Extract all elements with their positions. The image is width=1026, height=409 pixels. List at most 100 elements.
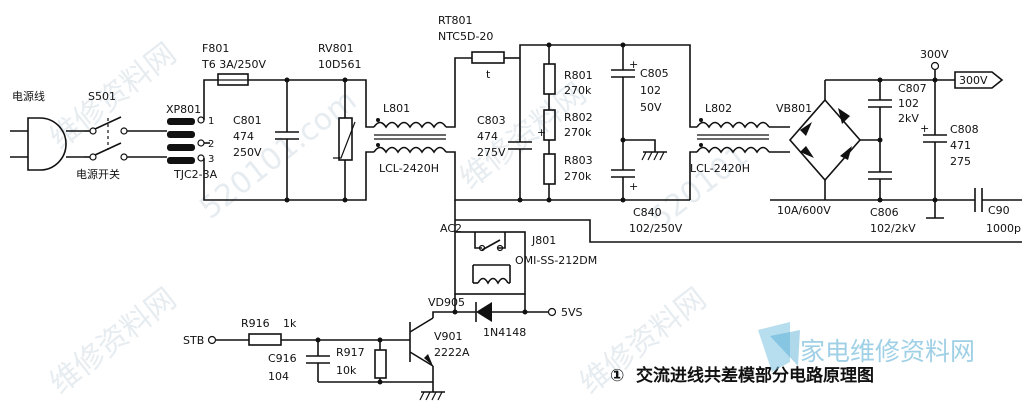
pin-3: 3 bbox=[208, 154, 214, 165]
c807-voltage: 2kV bbox=[898, 112, 919, 125]
output-300v bbox=[930, 61, 1004, 89]
l801-ref: L801 bbox=[383, 102, 410, 115]
c808-voltage: 275 bbox=[950, 155, 971, 168]
capacitor-c801 bbox=[275, 77, 299, 203]
c805-voltage: 50V bbox=[640, 101, 662, 114]
transistor-v901 bbox=[409, 311, 455, 401]
l802-value: LCL-2420H bbox=[690, 162, 750, 175]
rails bbox=[203, 79, 360, 201]
brand-logo bbox=[758, 322, 800, 372]
v901-value: 2222A bbox=[434, 346, 470, 359]
vs-label: 5VS bbox=[561, 306, 583, 319]
ac2-line bbox=[454, 200, 1022, 243]
out-300v-arrow-label: 300V bbox=[959, 74, 988, 87]
power-plug bbox=[10, 117, 84, 171]
c806-value: 102/2kV bbox=[870, 222, 916, 235]
thermistor-rt801 bbox=[471, 51, 520, 64]
capacitor-c805-c840 bbox=[611, 42, 667, 203]
choke-l801 bbox=[360, 57, 520, 201]
vd905-value: 1N4148 bbox=[483, 326, 526, 339]
c803-ref: C803 bbox=[477, 114, 506, 127]
r916-ref: R916 bbox=[241, 317, 270, 330]
fuse-f801 bbox=[217, 73, 249, 86]
r917-ref: R917 bbox=[336, 346, 365, 359]
caption-number: ① bbox=[610, 366, 624, 386]
c806-ref: C806 bbox=[870, 206, 899, 219]
resistor-chain-r801-r803 bbox=[543, 42, 556, 203]
capacitor-c90 bbox=[935, 188, 1022, 212]
brand-text: 家电维修资料网 bbox=[800, 337, 975, 366]
c90-ref: C90 bbox=[988, 204, 1010, 217]
c805-value: 102 bbox=[640, 84, 661, 97]
c840-plus: + bbox=[629, 180, 638, 193]
connector-ref: XP801 bbox=[166, 103, 201, 116]
j801-ref: J801 bbox=[531, 234, 556, 247]
l801-value: LCL-2420H bbox=[379, 162, 439, 175]
c803-voltage: 275V bbox=[477, 146, 506, 159]
bridge-vb801 bbox=[770, 79, 955, 201]
watermark-2: 520101.com bbox=[193, 83, 363, 226]
fuse-ref: F801 bbox=[202, 42, 229, 55]
c916-ref: C916 bbox=[268, 352, 297, 365]
switch-ref: S501 bbox=[88, 90, 116, 103]
c801-ref: C801 bbox=[233, 114, 262, 127]
switch-s501 bbox=[84, 116, 128, 161]
capacitor-c808 bbox=[923, 77, 947, 219]
c808-plus: + bbox=[920, 122, 929, 135]
c801-value: 474 bbox=[233, 130, 254, 143]
r802-ref: R802 bbox=[564, 111, 593, 124]
c805-plus: + bbox=[629, 58, 638, 71]
plug-label: 电源线 bbox=[12, 89, 45, 103]
choke-l802 bbox=[696, 118, 790, 154]
out-300v-label: 300V bbox=[920, 48, 949, 61]
r917-value: 10k bbox=[336, 364, 357, 377]
c807-value: 102 bbox=[898, 97, 919, 110]
relay-j801 bbox=[454, 231, 526, 295]
c90-value: 1000p bbox=[986, 222, 1021, 235]
c840-ref: C840 bbox=[633, 206, 662, 219]
ac2-label: AC2 bbox=[440, 222, 462, 235]
l802-ref: L802 bbox=[705, 102, 732, 115]
capacitor-c803 bbox=[508, 58, 532, 203]
connector-xp801 bbox=[127, 116, 205, 164]
rt-value: NTC5D-20 bbox=[438, 30, 493, 43]
r803-ref: R803 bbox=[564, 154, 593, 167]
r801-ref: R801 bbox=[564, 69, 593, 82]
vb-value: 10A/600V bbox=[777, 204, 831, 217]
c805-ref: C805 bbox=[640, 67, 669, 80]
rv-value: 10D561 bbox=[318, 58, 361, 71]
vb-ref: VB801 bbox=[776, 102, 812, 115]
stb-label: STB bbox=[183, 334, 204, 347]
stb-network bbox=[207, 333, 433, 385]
r801-value: 270k bbox=[564, 84, 592, 97]
v901-ref: V901 bbox=[434, 330, 463, 343]
varistor-rv801 bbox=[333, 77, 356, 203]
rt-ref: RT801 bbox=[438, 14, 473, 27]
rv-ref: RV801 bbox=[318, 42, 354, 55]
j801-value: OMI-SS-212DM bbox=[515, 254, 597, 267]
r916-value: 1k bbox=[283, 317, 297, 330]
fuse-value: T6 3A/250V bbox=[201, 58, 266, 71]
c807-ref: C807 bbox=[898, 82, 927, 95]
c803-plus: + bbox=[537, 126, 546, 139]
diode-vd905 bbox=[452, 294, 557, 322]
c803-value: 474 bbox=[477, 130, 498, 143]
r802-value: 270k bbox=[564, 126, 592, 139]
c801-voltage: 250V bbox=[233, 146, 262, 159]
c808-ref: C808 bbox=[950, 123, 979, 136]
vd905-ref: VD905 bbox=[428, 296, 465, 309]
pin-1: 1 bbox=[208, 116, 214, 127]
c808-value: 471 bbox=[950, 139, 971, 152]
c840-value: 102/250V bbox=[629, 222, 683, 235]
r803-value: 270k bbox=[564, 170, 592, 183]
watermark-5: 维修资料网 bbox=[43, 281, 183, 401]
connector-type: TJC2-3A bbox=[173, 168, 218, 181]
switch-name: 电源开关 bbox=[76, 167, 120, 181]
rt-t: t bbox=[486, 68, 491, 81]
pin-2: 2 bbox=[208, 139, 214, 150]
capacitor-c807-c806 bbox=[868, 77, 892, 203]
caption-title: 交流进线共差模部分电路原理图 bbox=[636, 365, 874, 386]
c916-value: 104 bbox=[268, 370, 289, 383]
